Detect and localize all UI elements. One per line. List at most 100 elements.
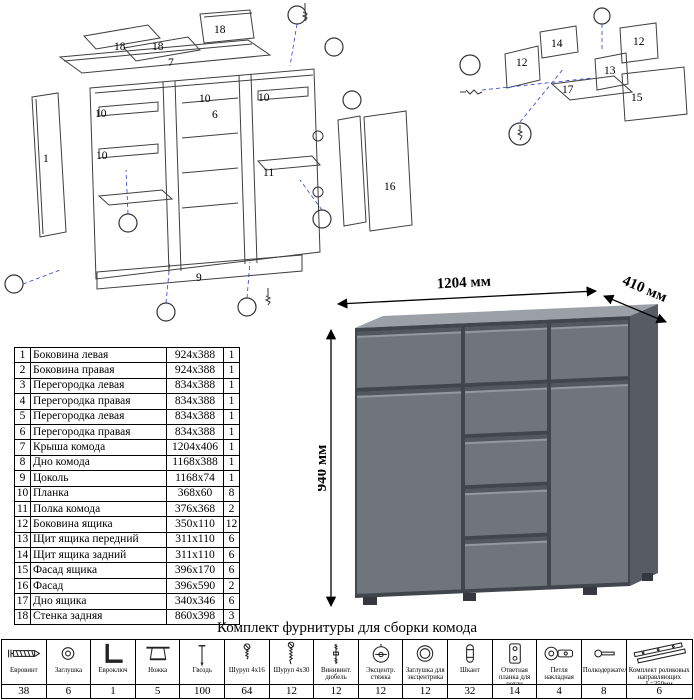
dimension-height-label: 940 мм — [318, 445, 330, 492]
part-number-label: 11 — [263, 167, 274, 179]
parts-cell-num: 7 — [14, 439, 31, 456]
parts-cell-name: Боковина правая — [30, 362, 167, 379]
hardware-item-qty: 6 — [46, 684, 91, 698]
parts-cell-size: 1168x74 — [166, 470, 224, 487]
parts-cell-num: 3 — [14, 377, 31, 395]
parts-cell-name: Стенка задняя — [30, 608, 167, 626]
parts-cell-num: 15 — [14, 562, 31, 579]
leader-lines — [22, 23, 323, 304]
parts-cell-qty: 1 — [223, 470, 240, 487]
hardware-item-name: Шкант — [460, 667, 480, 674]
parts-cell-num: 12 — [14, 516, 31, 533]
shelf-support-icon — [582, 640, 626, 667]
parts-cell-name: Перегородка правая — [30, 423, 167, 441]
dresser-front-face — [355, 315, 630, 598]
nail-icon — [180, 640, 224, 667]
hardware-item: Евроключ 1 — [91, 640, 136, 698]
hardware-item-qty: 8 — [581, 684, 626, 698]
hardware-item-name: Комплект роликовых направляющих L=350мм — [628, 667, 690, 684]
hardware-item-qty: 4 — [537, 684, 581, 698]
part-number-label: 17 — [562, 84, 574, 96]
hardware-item-qty: 64 — [225, 684, 269, 698]
parts-cell-num: 4 — [14, 393, 31, 410]
hardware-item-qty: 12 — [269, 684, 314, 698]
parts-cell-qty: 2 — [223, 500, 240, 518]
hardware-item-name: Петля накладная — [544, 667, 574, 682]
parts-cell-name: Дно ящика — [30, 593, 167, 610]
hardware-item-name: Ножка — [148, 667, 168, 674]
callout-circles — [459, 7, 611, 146]
parts-cell-name: Боковина левая — [30, 346, 167, 364]
parts-cell-qty: 1 — [223, 393, 240, 410]
parts-cell-qty: 6 — [223, 562, 240, 579]
parts-cell-size: 834x388 — [166, 408, 224, 425]
hardware-item-name: Полкодержатель — [582, 667, 626, 674]
parts-cell-name: Полка комода — [30, 500, 167, 518]
part-number-label: 12 — [633, 36, 645, 48]
parts-cell-size: 311x110 — [166, 547, 224, 564]
leader-lines — [481, 24, 603, 123]
parts-cell-name: Крыша комода — [30, 439, 167, 456]
parts-cell-size: 311x110 — [166, 531, 224, 549]
parts-cell-qty: 1 — [223, 346, 240, 364]
screw-4x16-icon — [225, 640, 269, 667]
part-number-label: 10 — [95, 108, 107, 120]
parts-cell-qty: 1 — [223, 423, 240, 441]
parts-cell-size: 924x388 — [166, 346, 224, 364]
parts-cell-name: Боковина ящика — [30, 516, 167, 533]
hardware-item-name: Заглушка — [54, 667, 82, 674]
parts-cell-num: 11 — [14, 500, 31, 518]
parts-cell-num: 13 — [14, 531, 31, 549]
part-number-label: 18 — [152, 41, 164, 53]
parts-cell-qty: 1 — [223, 439, 240, 456]
parts-cell-qty: 12 — [223, 516, 240, 533]
parts-cell-num: 14 — [14, 547, 31, 564]
hardware-item-qty: 1 — [91, 684, 135, 698]
parts-cell-name: Перегородка левая — [30, 377, 167, 395]
part-number-label: 14 — [551, 38, 563, 50]
hardware-item-name: Ответная планка для петли — [498, 667, 531, 684]
hardware-item: Евровинт 38 — [2, 640, 47, 698]
parts-cell-name: Щит ящика передний — [30, 531, 167, 549]
dresser-side-face — [630, 304, 658, 586]
parts-cell-name: Перегородка левая — [30, 408, 167, 425]
dresser-legs — [363, 573, 653, 605]
parts-cell-name: Щит ящика задний — [30, 547, 167, 564]
parts-cell-size: 924x388 — [166, 362, 224, 379]
hardware-item: Шкант 32 — [448, 640, 493, 698]
hex-key-icon — [91, 640, 135, 667]
dowel-screw-icon — [314, 640, 358, 667]
parts-cell-name: Дно комода — [30, 454, 167, 472]
parts-cell-name: Цоколь — [30, 470, 167, 487]
parts-cell-num: 1 — [14, 346, 31, 364]
hardware-item-name: Гвоздь — [192, 667, 212, 674]
part-number-label: 18 — [214, 24, 226, 36]
plug-icon — [47, 640, 91, 667]
part-number-label: 7 — [168, 57, 174, 69]
parts-cell-qty: 1 — [223, 408, 240, 425]
hardware-item: Гвоздь 100 — [180, 640, 226, 698]
part-number-label: 10 — [199, 93, 211, 105]
part-number-label: 1 — [43, 153, 49, 165]
parts-cell-num: 16 — [14, 577, 31, 595]
hardware-item-qty: 38 — [2, 684, 46, 698]
screw-details — [460, 89, 524, 141]
hardware-item: Полкодержатель 8 — [581, 640, 627, 698]
part-number-labels: 18 18 7 18 1 10 10 10 6 10 11 16 9 — [43, 24, 396, 284]
hardware-item-qty: 14 — [492, 684, 537, 698]
